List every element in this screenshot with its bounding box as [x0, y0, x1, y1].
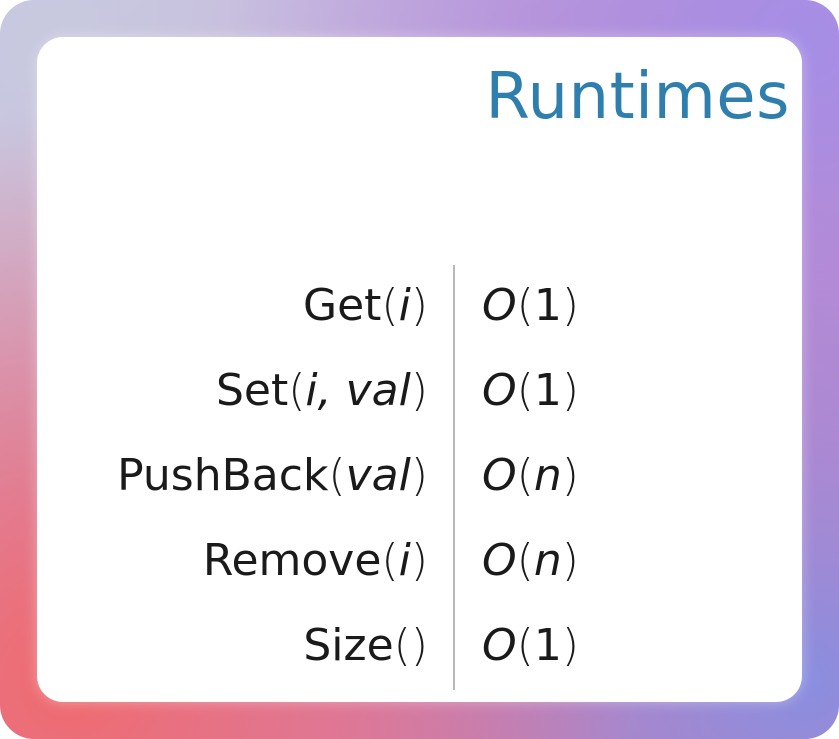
- complexity-cell: O(1): [482, 365, 579, 416]
- table-row: Remove(i) O(n): [37, 520, 802, 602]
- table-row: Size() O(1): [37, 605, 802, 687]
- operation-cell: Size(): [303, 605, 428, 687]
- operation-name: Remove: [202, 535, 382, 586]
- runtime-table: Get(i) O(1) Set(i, val) O(1) PushBack(va…: [37, 265, 802, 695]
- complexity-value: n: [533, 450, 562, 501]
- operation-args: i: [398, 280, 411, 331]
- open-paren: (: [393, 620, 411, 671]
- complexity-value: n: [533, 535, 562, 586]
- operation-name: Size: [303, 620, 394, 671]
- big-o: O: [482, 365, 517, 416]
- big-o: O: [482, 280, 517, 331]
- column-divider: [453, 265, 455, 690]
- open-paren: (: [328, 450, 346, 501]
- operation-args: i: [398, 535, 411, 586]
- big-o: O: [482, 620, 517, 671]
- slide-title: Runtimes: [485, 60, 790, 134]
- close-paren: ): [410, 365, 428, 416]
- complexity-cell: O(n): [482, 450, 579, 501]
- big-o: O: [482, 535, 517, 586]
- close-paren: ): [410, 620, 428, 671]
- operation-cell: Get(i): [303, 265, 428, 347]
- operation-name: PushBack: [117, 450, 329, 501]
- operation-cell: Remove(i): [203, 520, 428, 602]
- complexity-value: 1: [533, 620, 562, 671]
- open-paren: (: [381, 535, 399, 586]
- close-paren: ): [410, 535, 428, 586]
- big-o: O: [482, 450, 517, 501]
- table-row: Set(i, val) O(1): [37, 350, 802, 432]
- complexity-cell: O(1): [482, 620, 579, 671]
- complexity-value: 1: [533, 365, 562, 416]
- operation-args: val: [345, 450, 411, 501]
- operation-name: Get: [303, 280, 382, 331]
- operation-cell: PushBack(val): [117, 435, 428, 517]
- table-row: Get(i) O(1): [37, 265, 802, 347]
- open-paren: (: [381, 280, 399, 331]
- complexity-cell: O(1): [482, 280, 579, 331]
- table-row: PushBack(val) O(n): [37, 435, 802, 517]
- slide: Runtimes Get(i) O(1) Set(i, val) O(1) Pu…: [37, 37, 802, 702]
- open-paren: (: [288, 365, 306, 416]
- operation-cell: Set(i, val): [216, 350, 428, 432]
- close-paren: ): [410, 450, 428, 501]
- close-paren: ): [410, 280, 428, 331]
- complexity-cell: O(n): [482, 535, 579, 586]
- operation-args: i, val: [305, 365, 411, 416]
- operation-name: Set: [215, 365, 289, 416]
- complexity-value: 1: [533, 280, 562, 331]
